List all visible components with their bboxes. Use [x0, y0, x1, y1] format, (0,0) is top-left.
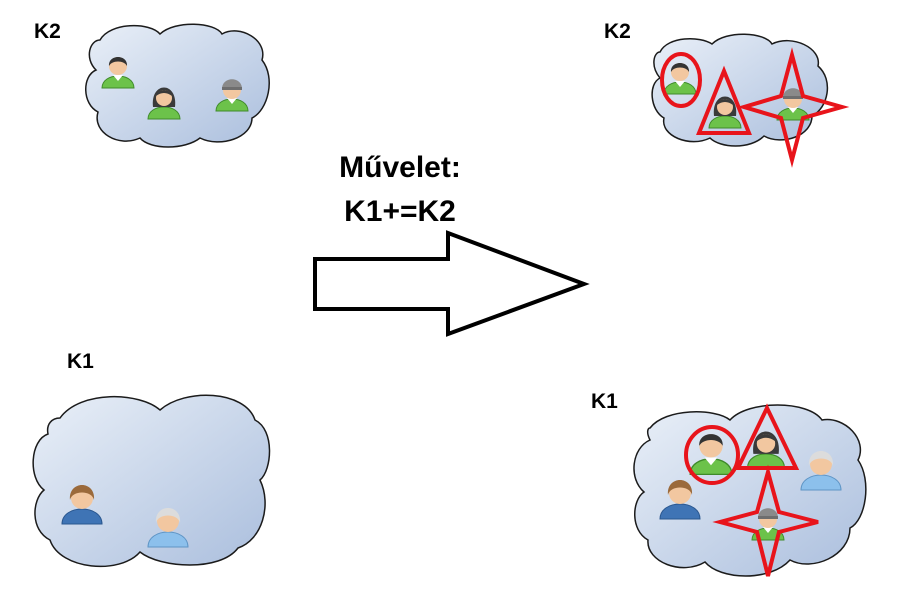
highlight-triangle-marker: [696, 65, 752, 135]
highlight-circle-marker: [660, 52, 702, 108]
operation-arrow: [313, 230, 590, 337]
label-k1-after: K1: [591, 390, 618, 413]
operation-expression: K1+=K2: [344, 195, 456, 228]
highlight-triangle-marker: [734, 403, 800, 470]
label-k1-before: K1: [67, 350, 94, 373]
highlight-circle-marker: [684, 425, 740, 485]
highlight-star-marker: [736, 47, 850, 168]
cloud-k1-after: [633, 404, 867, 577]
cloud-k2-before: [85, 23, 270, 148]
operation-title: Művelet:: [339, 151, 461, 184]
highlight-star-marker: [712, 464, 819, 577]
label-k2-before: K2: [34, 20, 61, 43]
label-k2-after: K2: [604, 20, 631, 43]
